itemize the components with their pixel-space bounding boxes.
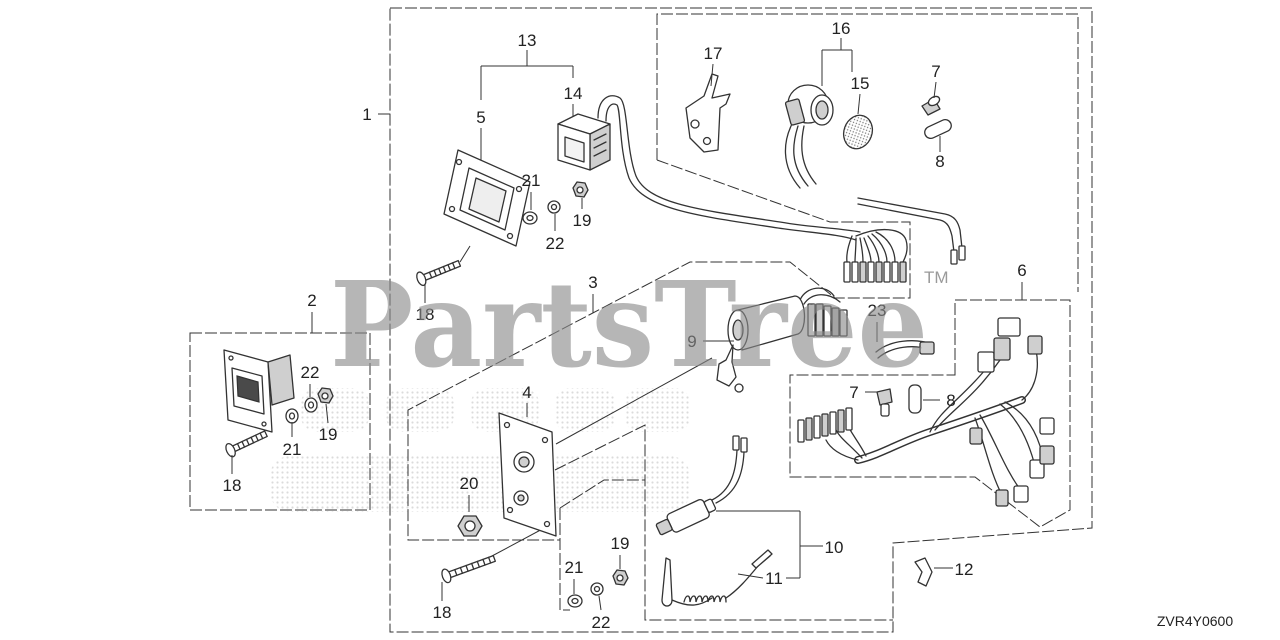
washer-boundary — [559, 479, 645, 611]
alignment-lines — [459, 245, 713, 557]
callout-16[interactable]: 16 — [832, 19, 851, 38]
callout-18-upper[interactable]: 18 — [416, 305, 435, 324]
leader-lines — [231, 38, 1023, 611]
part-11-lanyard — [661, 549, 773, 607]
connector-cluster-upper — [843, 229, 908, 283]
callout-21-lower[interactable]: 21 — [565, 558, 584, 577]
part-8-tube-upper — [924, 118, 952, 140]
part-7-grommet-lower — [876, 388, 893, 417]
partstree-watermark: PartsTree TM — [330, 255, 949, 394]
assembly-boundaries — [189, 7, 1093, 633]
leader-line-22-lower — [598, 595, 602, 611]
callout-1[interactable]: 1 — [362, 105, 371, 124]
leader-bracket-16 — [821, 38, 853, 86]
callout-12[interactable]: 12 — [955, 560, 974, 579]
part-22-washer-box2 — [304, 397, 318, 413]
part-18-screw-box2 — [225, 430, 268, 458]
callout-5[interactable]: 5 — [476, 108, 485, 127]
leader-line-7-upper — [933, 81, 937, 99]
part-18-screw-lower — [441, 554, 496, 584]
callout-2[interactable]: 2 — [307, 291, 316, 310]
leader-bracket-10 — [716, 510, 823, 579]
callout-21-upper[interactable]: 21 — [522, 171, 541, 190]
part-16-switch — [784, 84, 834, 189]
part-17-bracket — [685, 73, 731, 153]
leader-bracket-13 — [480, 50, 574, 100]
callout-19-lower[interactable]: 19 — [611, 534, 630, 553]
callout-4[interactable]: 4 — [522, 383, 531, 402]
outer-boundary — [389, 7, 1093, 633]
callout-17[interactable]: 17 — [704, 44, 723, 63]
callout-21-box2[interactable]: 21 — [283, 440, 302, 459]
callout-9[interactable]: 9 — [687, 332, 696, 351]
upper-right-boundary — [656, 13, 1079, 292]
part-10-switch — [655, 435, 748, 536]
callout-14[interactable]: 14 — [564, 84, 583, 103]
part-7-grommet-upper — [921, 95, 941, 116]
dotted-watermark — [270, 388, 690, 512]
part-14-switch — [557, 95, 861, 241]
callout-19-upper[interactable]: 19 — [573, 211, 592, 230]
part-4-plate — [498, 412, 557, 537]
part-19-nut-lower — [612, 569, 629, 586]
callout-22-box2[interactable]: 22 — [301, 363, 320, 382]
part-9-key-switch — [716, 287, 848, 393]
boundary-2 — [189, 332, 371, 511]
part-21-washer-upper — [522, 211, 538, 225]
callout-8-lower[interactable]: 8 — [946, 391, 955, 410]
callout-13[interactable]: 13 — [518, 31, 537, 50]
part-15-cap — [842, 114, 874, 150]
callout-18-lower[interactable]: 18 — [433, 603, 452, 622]
callout-22-lower[interactable]: 22 — [592, 613, 611, 632]
callout-15[interactable]: 15 — [851, 74, 870, 93]
callout-7-upper[interactable]: 7 — [931, 62, 940, 81]
callout-11[interactable]: 11 — [765, 569, 783, 588]
callout-19-box2[interactable]: 19 — [319, 425, 338, 444]
leader-line-15 — [857, 93, 861, 115]
lower-boundary — [554, 424, 893, 621]
part-20-nut — [457, 515, 483, 537]
watermark-brand: PartsTree — [330, 255, 928, 394]
callout-8-upper[interactable]: 8 — [935, 152, 944, 171]
callout-3[interactable]: 3 — [588, 273, 597, 292]
boundary-6 — [789, 299, 1071, 528]
part-22-washer-lower — [590, 582, 604, 596]
diagram-code: ZVR4Y0600 — [1157, 613, 1233, 629]
part-12-clip — [914, 557, 933, 587]
callout-6[interactable]: 6 — [1017, 261, 1026, 280]
leader-line-19-box2 — [325, 403, 329, 424]
callout-10[interactable]: 10 — [825, 538, 844, 557]
callout-20[interactable]: 20 — [460, 474, 479, 493]
part-19-nut-box2 — [317, 387, 334, 404]
part-8-tube-lower — [908, 384, 922, 414]
callout-23[interactable]: 23 — [868, 301, 887, 320]
part-6-harness — [797, 317, 1055, 507]
leader-line-11 — [737, 573, 764, 579]
part-18-screw-upper — [416, 259, 462, 287]
leader-line-17 — [710, 63, 714, 87]
part-22-washer-upper — [547, 200, 561, 214]
wire-leads-upper — [857, 197, 966, 265]
watermark-trademark: TM — [924, 268, 949, 287]
part-5-plate — [443, 149, 531, 247]
part-19-nut-upper — [572, 181, 589, 198]
part-21-washer-box2 — [285, 408, 299, 424]
boundary-3 — [407, 159, 911, 541]
part-23-band — [875, 340, 935, 359]
callout-22-upper[interactable]: 22 — [546, 234, 565, 253]
callouts: 1 2 3 4 5 6 7 8 9 10 11 12 13 14 15 16 1… — [223, 19, 1027, 632]
part-21-washer-lower — [567, 594, 583, 608]
callout-18-box2[interactable]: 18 — [223, 476, 242, 495]
part-2-switch-panel — [223, 349, 295, 433]
callout-7-lower[interactable]: 7 — [849, 383, 858, 402]
